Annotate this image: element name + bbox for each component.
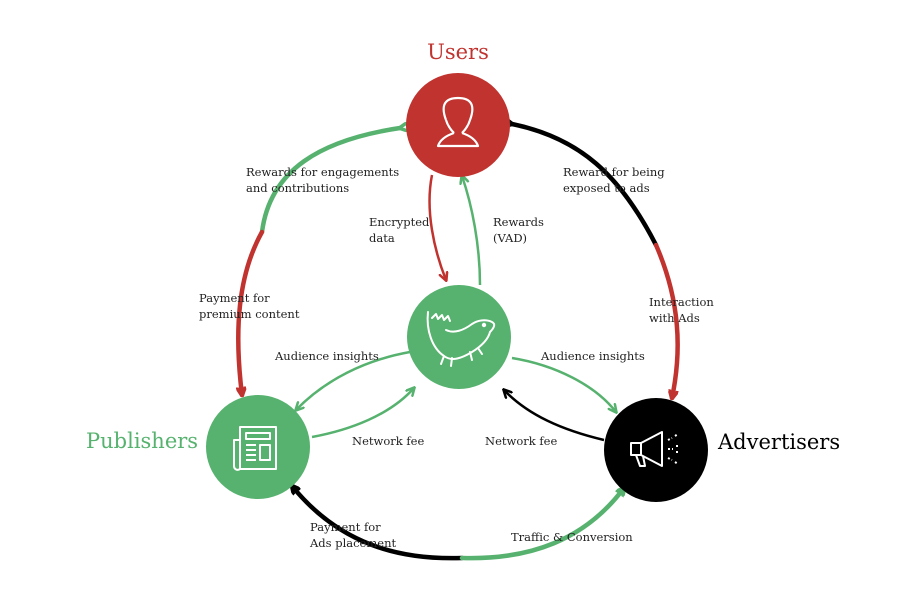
arrow-network-fee-left — [311, 388, 414, 439]
users-title: Users — [427, 40, 489, 64]
label-line: Payment for — [199, 291, 270, 305]
label-encrypted-data: Encrypted data — [369, 215, 430, 245]
arc-publishers-users — [236, 128, 400, 395]
arrow-rewards-vad — [462, 176, 482, 286]
label-reward-exposed: Reward for being exposed to ads — [563, 165, 665, 195]
label-payment-premium: Payment for premium content — [199, 291, 300, 321]
label-line: exposed to ads — [563, 181, 650, 195]
label-rewards-vad: Rewards (VAD) — [493, 215, 544, 245]
center-node — [407, 285, 511, 389]
label-network-fee-right: Network fee — [485, 434, 557, 448]
label-audience-right: Audience insights — [540, 349, 645, 363]
label-line: Network fee — [485, 434, 557, 448]
label-audience-left: Audience insights — [274, 349, 379, 363]
megaphone-icon — [630, 431, 680, 467]
iguana-icon — [426, 311, 496, 367]
label-line: Rewards — [493, 215, 544, 229]
publishers-node — [206, 395, 310, 499]
label-line: Encrypted — [369, 215, 430, 229]
label-line: Traffic & Conversion — [511, 530, 633, 544]
label-line: Interaction — [649, 295, 714, 309]
label-interaction-ads: Interaction with Ads — [649, 295, 714, 325]
arc-publishers-advertisers — [292, 486, 624, 561]
advertisers-node — [604, 398, 708, 502]
edge-labels: Rewards for engagements and contributions… — [199, 165, 714, 550]
label-line: (VAD) — [493, 231, 527, 245]
user-icon — [436, 96, 480, 148]
label-line: Payment for — [310, 520, 381, 534]
label-traffic-conversion: Traffic & Conversion — [511, 530, 633, 544]
users-node — [406, 73, 510, 177]
publishers-title: Publishers — [86, 429, 198, 453]
label-line: data — [369, 231, 395, 245]
label-line: Audience insights — [540, 349, 645, 363]
label-line: premium content — [199, 307, 300, 321]
advertisers-title: Advertisers — [717, 430, 840, 454]
label-rewards-engagements: Rewards for engagements and contributions — [246, 165, 399, 195]
label-line: Network fee — [352, 434, 424, 448]
label-line: Rewards for engagements — [246, 165, 399, 179]
arc-advertisers-users — [512, 124, 680, 398]
arrow-audience-insights-right — [511, 356, 616, 412]
label-line: with Ads — [649, 311, 700, 325]
label-line: Audience insights — [274, 349, 379, 363]
arrow-encrypted-data — [428, 174, 446, 280]
newspaper-icon — [233, 426, 277, 471]
label-line: and contributions — [246, 181, 349, 195]
label-line: Ads placement — [309, 536, 396, 550]
arrow-audience-insights-left — [296, 350, 411, 410]
label-network-fee-left: Network fee — [352, 434, 424, 448]
label-line: Reward for being — [563, 165, 665, 179]
arrow-network-fee-right — [504, 390, 605, 442]
